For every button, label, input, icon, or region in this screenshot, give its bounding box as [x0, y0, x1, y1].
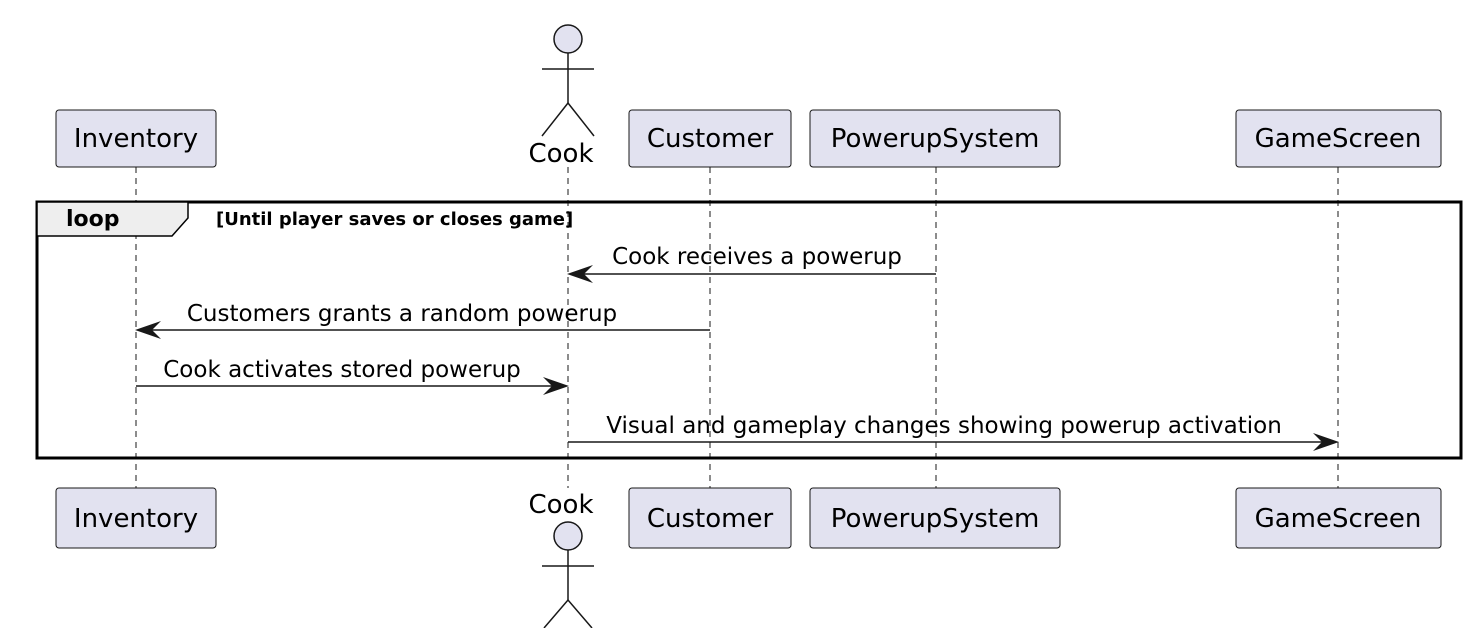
loop-frame — [35, 200, 1463, 460]
message-label: Cook activates stored powerup — [163, 357, 521, 383]
actor-label: Cook — [528, 490, 593, 520]
message-3: Cook activates stored powerup — [136, 357, 569, 395]
participant-box — [55, 109, 217, 168]
message-label: Customers grants a random powerup — [187, 301, 617, 327]
participant-powerupsystem-top[interactable]: PowerupSystem — [809, 109, 1061, 168]
participant-gamescreen-bottom[interactable]: GameScreen — [1235, 487, 1442, 549]
participant-inventory-bottom[interactable]: Inventory — [55, 487, 217, 549]
participant-label: PowerupSystem — [831, 124, 1040, 154]
participants-top: Inventory Cook Customer PowerupSystem Ga… — [55, 24, 1442, 169]
loop-keyword: loop — [66, 207, 120, 232]
loop-fragment: loop [Until player saves or closes game] — [35, 200, 1463, 460]
loop-tab — [36, 201, 189, 237]
participant-inventory-top[interactable]: Inventory — [55, 109, 217, 168]
participant-label: Customer — [647, 124, 774, 154]
actor-cook-bottom[interactable]: Cook — [528, 490, 594, 628]
participant-box — [1235, 487, 1442, 549]
participant-customer-top[interactable]: Customer — [628, 109, 792, 168]
actor-cook-top[interactable]: Cook — [528, 24, 595, 169]
actor-label: Cook — [528, 139, 593, 169]
participant-label: Customer — [647, 504, 774, 534]
message-4: Visual and gameplay changes showing powe… — [568, 413, 1339, 451]
arrowhead — [543, 377, 569, 395]
participant-label: Inventory — [74, 124, 198, 154]
arrowhead — [567, 265, 593, 283]
participant-customer-bottom[interactable]: Customer — [628, 487, 792, 549]
message-label: Visual and gameplay changes showing powe… — [606, 413, 1282, 439]
arrowhead — [1313, 433, 1339, 451]
participant-label: GameScreen — [1255, 504, 1422, 534]
actor-head — [553, 24, 583, 54]
participant-powerupsystem-bottom[interactable]: PowerupSystem — [809, 487, 1061, 549]
participant-box — [1235, 109, 1442, 168]
participant-label: PowerupSystem — [831, 504, 1040, 534]
participant-box — [809, 109, 1061, 168]
message-2: Customers grants a random powerup — [135, 301, 710, 339]
messages: Cook receives a powerup Customers grants… — [135, 244, 1339, 451]
participant-gamescreen-top[interactable]: GameScreen — [1235, 109, 1442, 168]
message-1: Cook receives a powerup — [567, 244, 936, 283]
participants-bottom: Inventory Cook Customer PowerupSystem Ga… — [55, 487, 1442, 628]
participant-box — [55, 487, 217, 549]
participant-label: GameScreen — [1255, 124, 1422, 154]
participant-box — [628, 109, 792, 168]
participant-box — [809, 487, 1061, 549]
lifelines — [135, 167, 1339, 488]
message-label: Cook receives a powerup — [612, 244, 902, 270]
actor-legs — [541, 101, 595, 137]
participant-label: Inventory — [74, 504, 198, 534]
loop-condition: [Until player saves or closes game] — [216, 209, 573, 230]
actor-legs — [543, 598, 593, 628]
participant-box — [628, 487, 792, 549]
actor-head — [553, 521, 583, 551]
arrowhead — [135, 321, 161, 339]
